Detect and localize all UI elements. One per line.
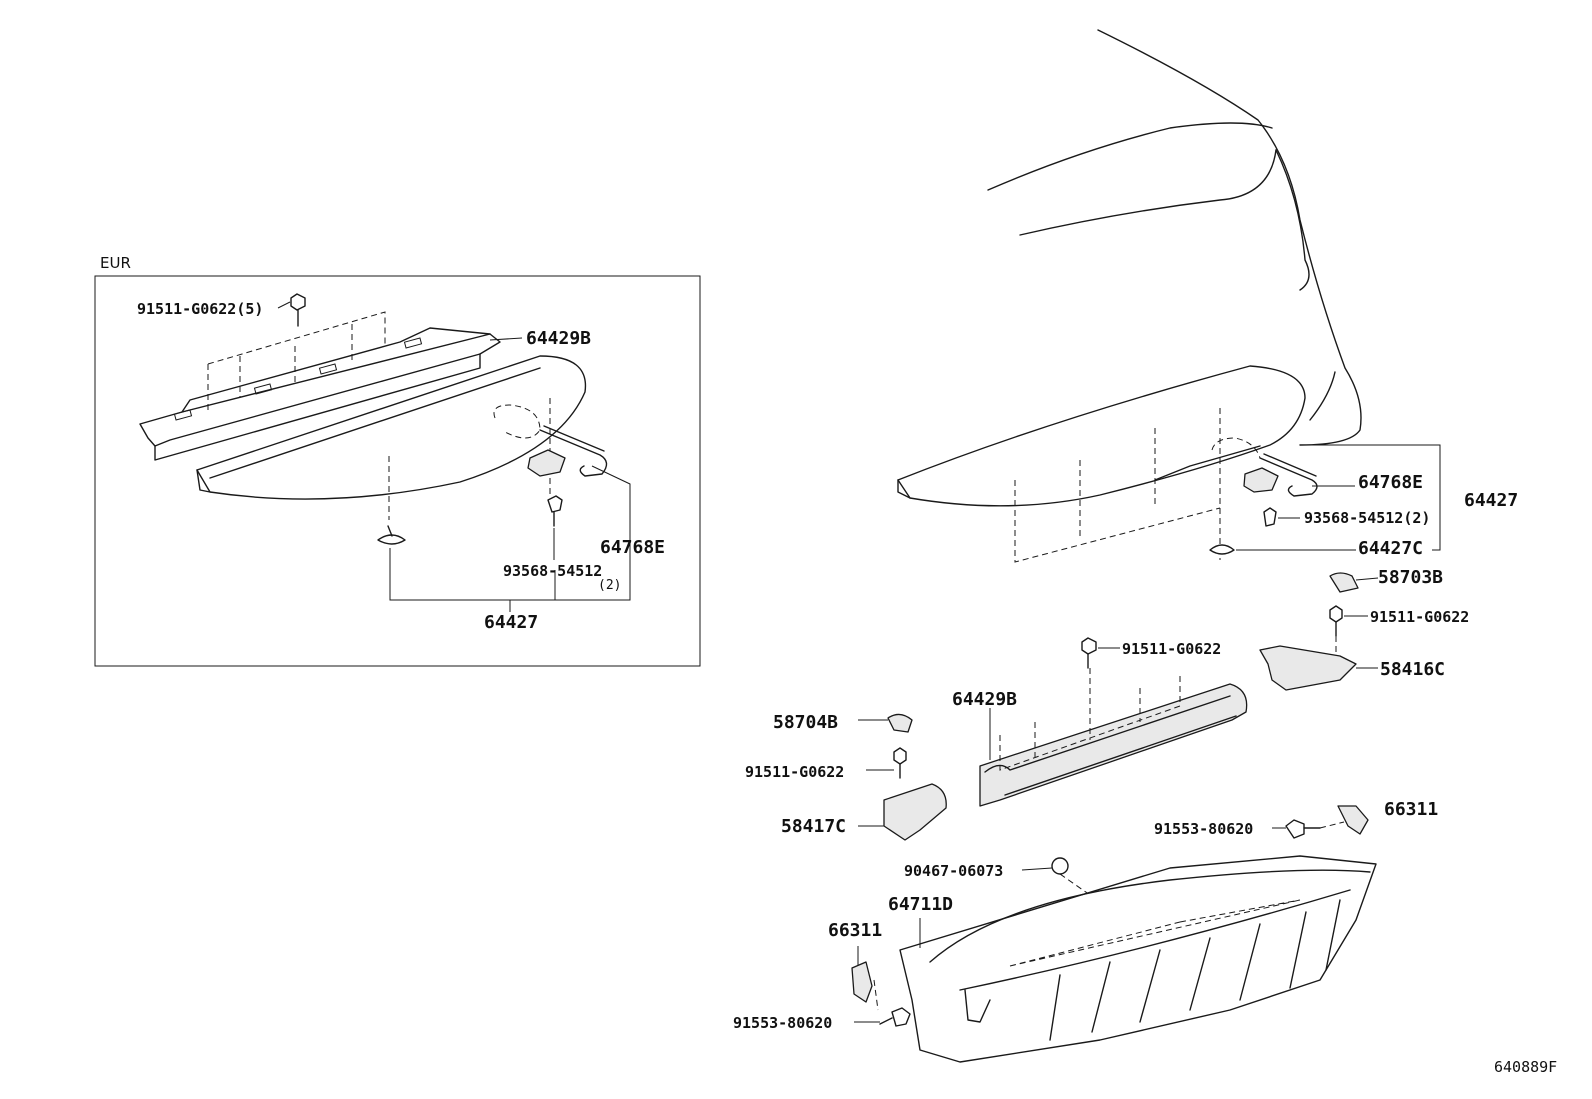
main-callout-clip-right: 66311 [1384,799,1439,820]
bolt-left-icon [893,747,907,765]
main-clip-icon [1209,544,1235,555]
main-callout-bolt-left: 91511-G0622 [745,763,845,781]
diagram-id: 640889F [1494,1058,1558,1076]
main-callout-screw-right: 91553-80620 [1154,820,1254,838]
plug-icon [1051,857,1069,875]
eur-inset-frame [94,275,701,667]
inset-callout-hook: 64768E [600,537,666,558]
inset-board-part [196,355,587,520]
main-callout-screw-left: 91553-80620 [733,1014,833,1032]
vehicle-body-outline [987,29,1441,551]
inset-brace-part [139,311,501,461]
inset-strap-part [527,425,608,477]
bracket-right-icon [1259,645,1357,691]
main-callout-assembly: 64427 [1464,490,1519,511]
main-callout-clip: 64427C [1358,538,1424,559]
clip-right-icon [1337,805,1369,835]
main-callout-cap-right: 58703B [1378,567,1444,588]
main-callout-hook: 64768E [1358,472,1424,493]
main-callout-bracket-left: 58417C [781,816,847,837]
inset-clip-icon [377,534,406,545]
main-callout-clip-left: 66311 [828,920,883,941]
screw-left-icon [891,1007,911,1027]
inset-callout-assembly: 64427 [484,612,539,633]
main-board-part [897,365,1306,563]
bracket-left-icon [883,783,947,841]
cap-right-icon [1329,572,1359,593]
main-callout-plug: 90467-06073 [904,862,1004,880]
main-screw-icon [1263,507,1277,527]
inset-callout-screw-qty: (2) [598,578,622,593]
inset-callout-brace: 64429B [526,328,592,349]
inset-callout-screw: 93568-54512 [503,562,603,580]
inset-callout-bolt: 91511-G0622(5) [137,300,264,318]
cap-left-icon [887,713,913,733]
eur-region-label: EUR [100,254,131,272]
main-callout-bolt-center: 91511-G0622 [1122,640,1222,658]
main-callout-brace: 64429B [952,689,1018,710]
bolt-right-icon [1329,605,1343,623]
inset-screw-icon [547,495,563,513]
main-callout-tray: 64711D [888,894,954,915]
screw-right-icon [1285,819,1305,839]
main-brace-part [979,668,1248,807]
main-callout-bracket-right: 58416C [1380,659,1446,680]
main-callout-bolt-right: 91511-G0622 [1370,608,1470,626]
main-tray-part [899,855,1377,1063]
inset-bolt-icon [277,293,306,327]
bolt-center-icon [1081,637,1097,655]
main-callout-screw: 93568-54512(2) [1304,509,1431,527]
main-callout-cap-left: 58704B [773,712,839,733]
clip-left-icon [851,961,873,1003]
main-strap-part [1243,453,1318,497]
